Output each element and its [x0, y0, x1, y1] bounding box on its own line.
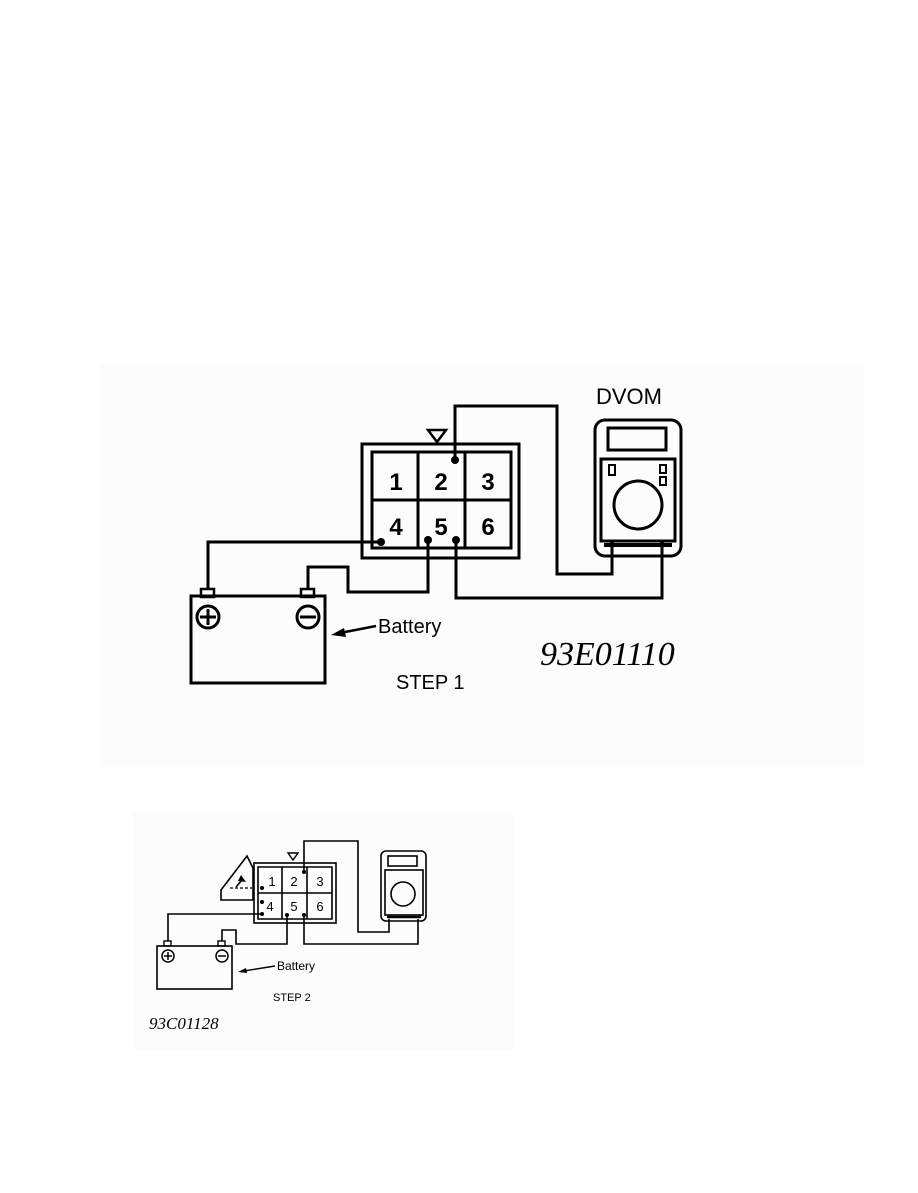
wiring	[206, 404, 664, 600]
arrow-up-icon	[238, 875, 246, 882]
meter-dial-icon	[612, 479, 664, 531]
positive-terminal-icon-small	[161, 949, 175, 963]
connector-6pin-small: 1 2 3 4 5 6	[253, 852, 337, 924]
wire-pin2-to-meter	[453, 404, 614, 576]
figure-step-1: 1 2 3 4 5 6 DVOM	[100, 365, 864, 767]
wire2-pin6-to-meter	[303, 915, 419, 945]
battery-case-small	[156, 945, 233, 990]
battery	[189, 587, 327, 685]
wiring-small	[167, 840, 419, 945]
meter-jack-com	[609, 542, 615, 548]
wire-pin5-to-battery-negative	[306, 542, 430, 594]
positive-terminal-icon	[195, 604, 221, 630]
battery-case	[189, 594, 327, 685]
battery-callout-small: Battery	[238, 959, 315, 973]
battery-label: Battery	[378, 616, 441, 638]
meter-body-small	[380, 850, 427, 922]
dvom-meter-small	[380, 850, 427, 922]
connector-6pin: 1 2 3 4 5 6	[360, 428, 521, 560]
pin-orientation-triangle-icon-small	[286, 852, 300, 862]
terminal-6-label-small: 6	[316, 899, 323, 914]
figure-code: 93E01110	[540, 636, 675, 673]
connector-outer-small	[253, 862, 337, 924]
terminal-6-probe-dot	[452, 536, 460, 544]
terminal-5-label-small: 5	[290, 899, 297, 914]
terminal-1-label: 1	[389, 469, 402, 496]
step-label: STEP 1	[396, 672, 465, 694]
terminal-4-label: 4	[389, 514, 403, 541]
terminal-5-label: 5	[434, 514, 447, 541]
wire-pin6-to-meter	[454, 542, 664, 600]
meter-jack-v	[659, 542, 665, 548]
figure-code-small: 93C01128	[149, 1014, 219, 1033]
negative-terminal-icon	[295, 604, 321, 630]
pin-orientation-triangle-icon	[425, 428, 449, 445]
terminal-2-label-small: 2	[290, 874, 297, 889]
dvom-meter: DVOM	[593, 384, 683, 558]
meter-face-small	[384, 869, 424, 916]
wire2-pin4-to-battery-positive	[167, 913, 262, 941]
figure-step-2: 1 2 3 4 5 6	[133, 812, 513, 1050]
terminal-4-label-small: 4	[266, 899, 273, 914]
meter-body	[593, 418, 683, 558]
terminal-5-probe-dot	[424, 536, 432, 544]
wire-pin4-to-battery-positive	[206, 540, 381, 590]
wire2-pin5-to-battery-negative	[221, 915, 288, 945]
meter-dial-icon-small	[390, 881, 416, 907]
wire2-pin2-to-meter	[303, 840, 390, 933]
terminal-3-label-small: 3	[316, 874, 323, 889]
figure2-background	[133, 812, 513, 1050]
figure1-background	[100, 365, 864, 767]
terminal-2-label: 2	[434, 469, 447, 496]
battery-callout: Battery	[331, 616, 441, 638]
terminal-1-label-small: 1	[268, 874, 275, 889]
dvom-label: DVOM	[596, 384, 662, 409]
arrow-left-icon-small	[238, 968, 247, 973]
tool-outline	[220, 854, 254, 901]
negative-terminal-icon-small	[215, 949, 229, 963]
meter-face	[599, 457, 677, 543]
meter-display	[606, 426, 668, 452]
connector-outer	[360, 442, 521, 560]
terminal-3-label: 3	[481, 469, 494, 496]
meter-display-small	[387, 855, 418, 867]
battery-label-small: Battery	[277, 959, 315, 973]
step-label-small: STEP 2	[273, 992, 311, 1004]
terminal-6-label: 6	[481, 514, 494, 541]
release-tool	[220, 854, 254, 901]
arrow-left-icon	[331, 628, 346, 637]
